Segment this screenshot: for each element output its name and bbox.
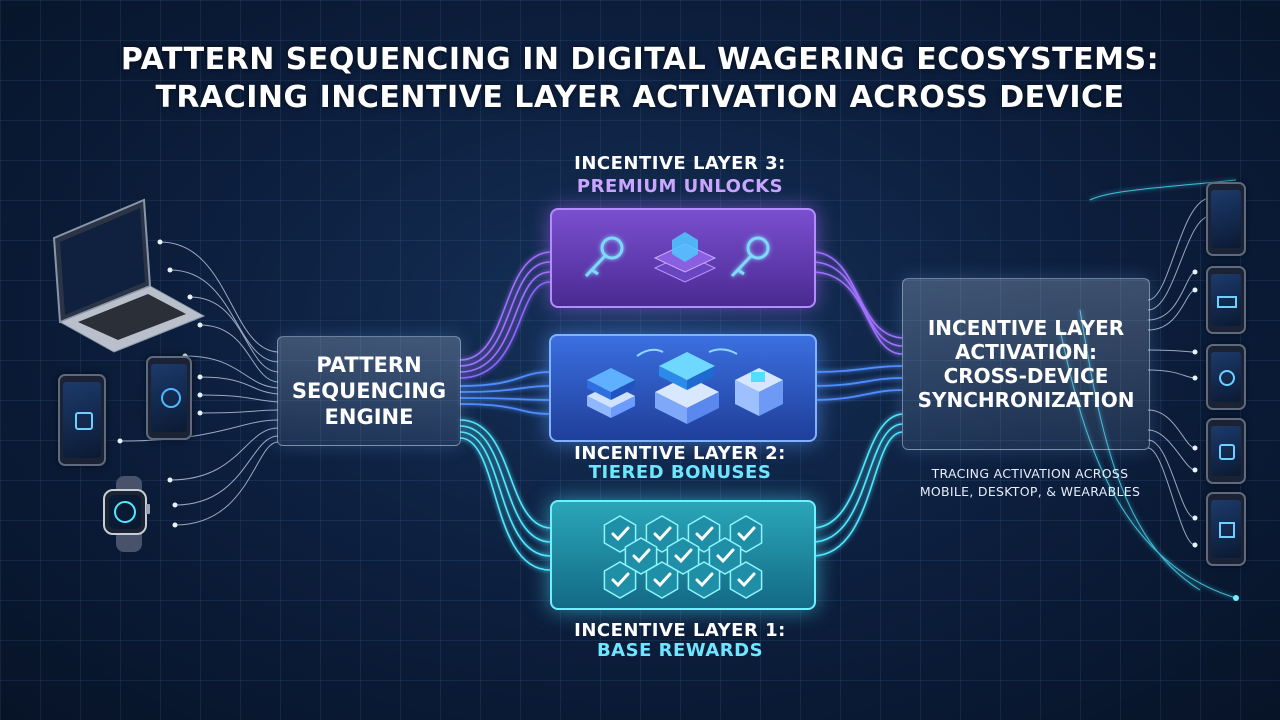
tiered-bonuses-panel — [549, 334, 817, 442]
cross-device-activation-panel: INCENTIVE LAYER ACTIVATION: CROSS-DEVICE… — [902, 278, 1150, 450]
phone-icon — [1206, 418, 1246, 484]
base-rewards-panel — [550, 500, 816, 610]
phone-icon — [1206, 344, 1246, 410]
layer-3-heading: INCENTIVE LAYER 3: — [540, 153, 820, 174]
title-line-1: PATTERN SEQUENCING IN DIGITAL WAGERING E… — [0, 42, 1280, 77]
premium-unlocks-panel — [550, 208, 816, 308]
laptop-icon — [48, 198, 208, 354]
key-icon — [552, 210, 814, 306]
activation-caption-line-1: TRACING ACTIVATION ACROSS — [880, 466, 1180, 481]
activation-caption-line-2: MOBILE, DESKTOP, & WEARABLES — [880, 484, 1180, 499]
activation-line-1: INCENTIVE LAYER — [928, 316, 1124, 340]
activation-line-4: SYNCHRONIZATION — [918, 388, 1135, 412]
layer-1-heading: INCENTIVE LAYER 1: — [540, 620, 820, 641]
layer-3-name: PREMIUM UNLOCKS — [540, 176, 820, 197]
phone-icon — [146, 356, 192, 440]
phone-icon — [1206, 492, 1246, 566]
activation-line-3: CROSS-DEVICE — [944, 364, 1109, 388]
layer-2-heading: INCENTIVE LAYER 2: — [540, 443, 820, 464]
title-line-2: TRACING INCENTIVE LAYER ACTIVATION ACROS… — [0, 80, 1280, 115]
phone-icon — [58, 374, 106, 466]
layer-1-name: BASE REWARDS — [540, 640, 820, 661]
pattern-sequencing-engine: PATTERN SEQUENCING ENGINE — [277, 336, 461, 446]
engine-label-line-2: SEQUENCING — [292, 378, 446, 404]
phone-icon — [1206, 266, 1246, 334]
checkmark-hex-grid — [552, 502, 814, 608]
phone-icon — [1206, 182, 1246, 256]
engine-label-line-1: PATTERN — [316, 352, 421, 378]
smartwatch-icon — [100, 476, 164, 552]
cube-stack-icon — [551, 336, 815, 440]
engine-label-line-3: ENGINE — [325, 404, 414, 430]
activation-line-2: ACTIVATION: — [955, 340, 1097, 364]
layer-2-name: TIERED BONUSES — [540, 462, 820, 483]
